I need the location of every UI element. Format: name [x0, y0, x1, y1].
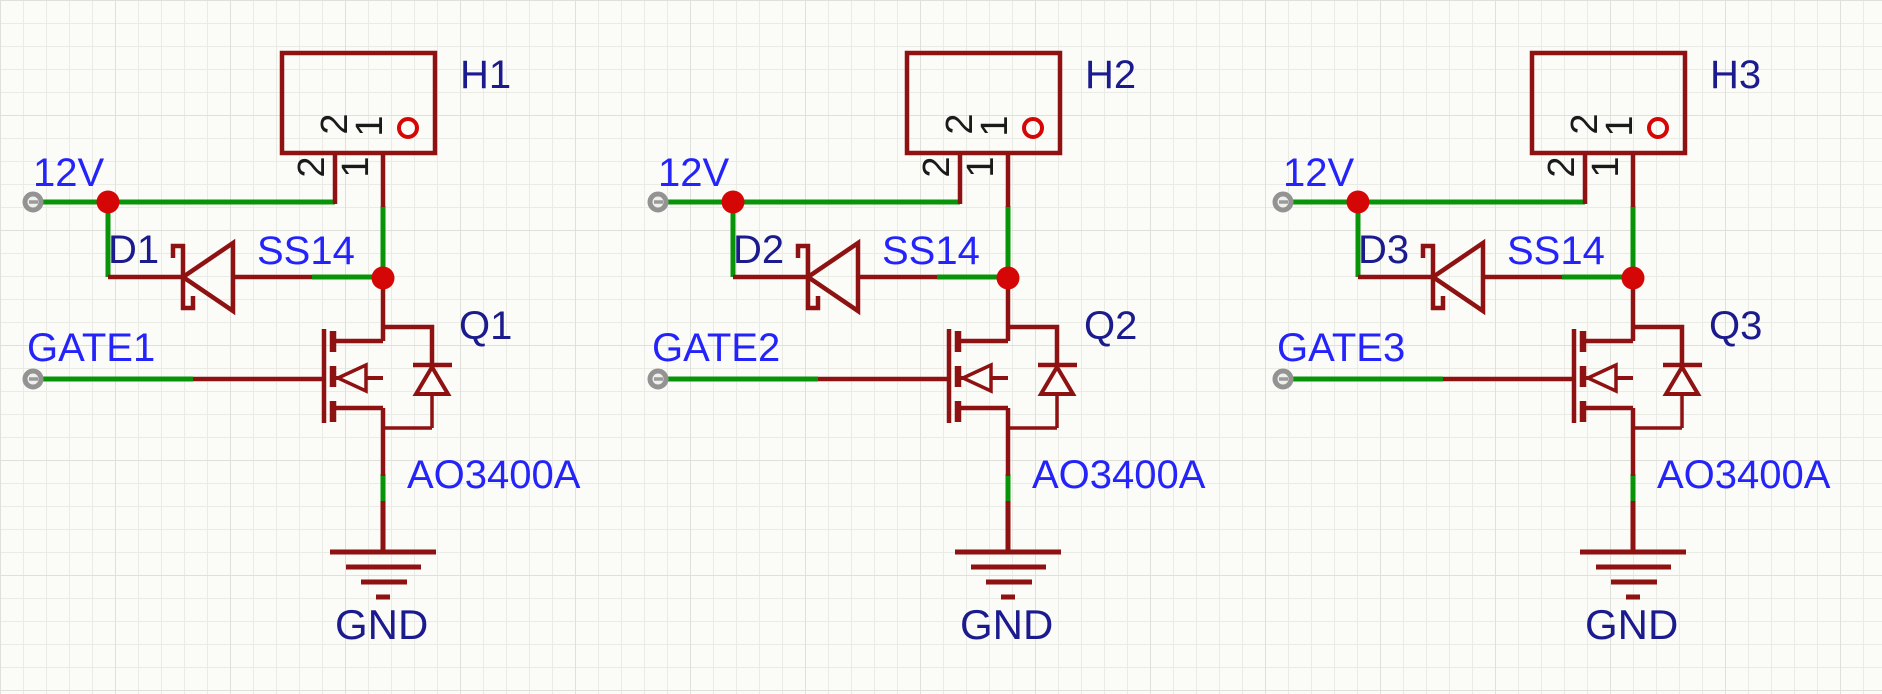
designator-header[interactable]: H3 — [1710, 53, 1762, 97]
pin-number-2: 2 — [291, 156, 333, 178]
designator-mosfet[interactable]: Q2 — [1084, 304, 1138, 348]
net-label-gnd[interactable]: GND — [335, 601, 429, 648]
net-label-12v[interactable]: 12V — [658, 151, 730, 195]
net-label-12v[interactable]: 12V — [1283, 151, 1355, 195]
pin-number-1: 1 — [960, 156, 1002, 178]
part-label-diode[interactable]: SS14 — [1507, 229, 1605, 273]
net-label-12v[interactable]: 12V — [33, 151, 105, 195]
part-label-diode[interactable]: SS14 — [257, 229, 355, 273]
net-label-gate[interactable]: GATE2 — [652, 326, 781, 370]
designator-header[interactable]: H2 — [1085, 53, 1137, 97]
net-label-gate[interactable]: GATE1 — [27, 326, 156, 370]
designator-diode[interactable]: D3 — [1358, 228, 1410, 272]
driver-circuit-3: 12V H3 2 1 2 1 D3 SS14 GATE3 Q3 AO3400A … — [1250, 0, 1882, 694]
part-label-mosfet[interactable]: AO3400A — [1657, 453, 1831, 497]
pin-name-1: 1 — [349, 115, 391, 137]
part-label-mosfet[interactable]: AO3400A — [1032, 453, 1206, 497]
designator-mosfet[interactable]: Q3 — [1709, 304, 1763, 348]
pin-name-1: 1 — [974, 115, 1016, 137]
designator-diode[interactable]: D1 — [108, 228, 160, 272]
driver-circuit-2: 12V H2 2 1 2 1 D2 SS14 GATE2 Q2 AO3400A … — [625, 0, 1257, 694]
designator-header[interactable]: H1 — [460, 53, 512, 97]
part-label-mosfet[interactable]: AO3400A — [407, 453, 581, 497]
net-label-gate[interactable]: GATE3 — [1277, 326, 1406, 370]
designator-diode[interactable]: D2 — [733, 228, 785, 272]
pin-number-1: 1 — [1585, 156, 1627, 178]
designator-mosfet[interactable]: Q1 — [459, 304, 513, 348]
pin-number-2: 2 — [916, 156, 958, 178]
net-label-gnd[interactable]: GND — [960, 601, 1054, 648]
net-label-gnd[interactable]: GND — [1585, 601, 1679, 648]
pin-number-1: 1 — [335, 156, 377, 178]
driver-circuit-1: 12V H1 2 1 2 1 D1 SS14 GATE1 Q1 AO3400A … — [0, 0, 632, 694]
pin-number-2: 2 — [1541, 156, 1583, 178]
part-label-diode[interactable]: SS14 — [882, 229, 980, 273]
pin-name-1: 1 — [1599, 115, 1641, 137]
